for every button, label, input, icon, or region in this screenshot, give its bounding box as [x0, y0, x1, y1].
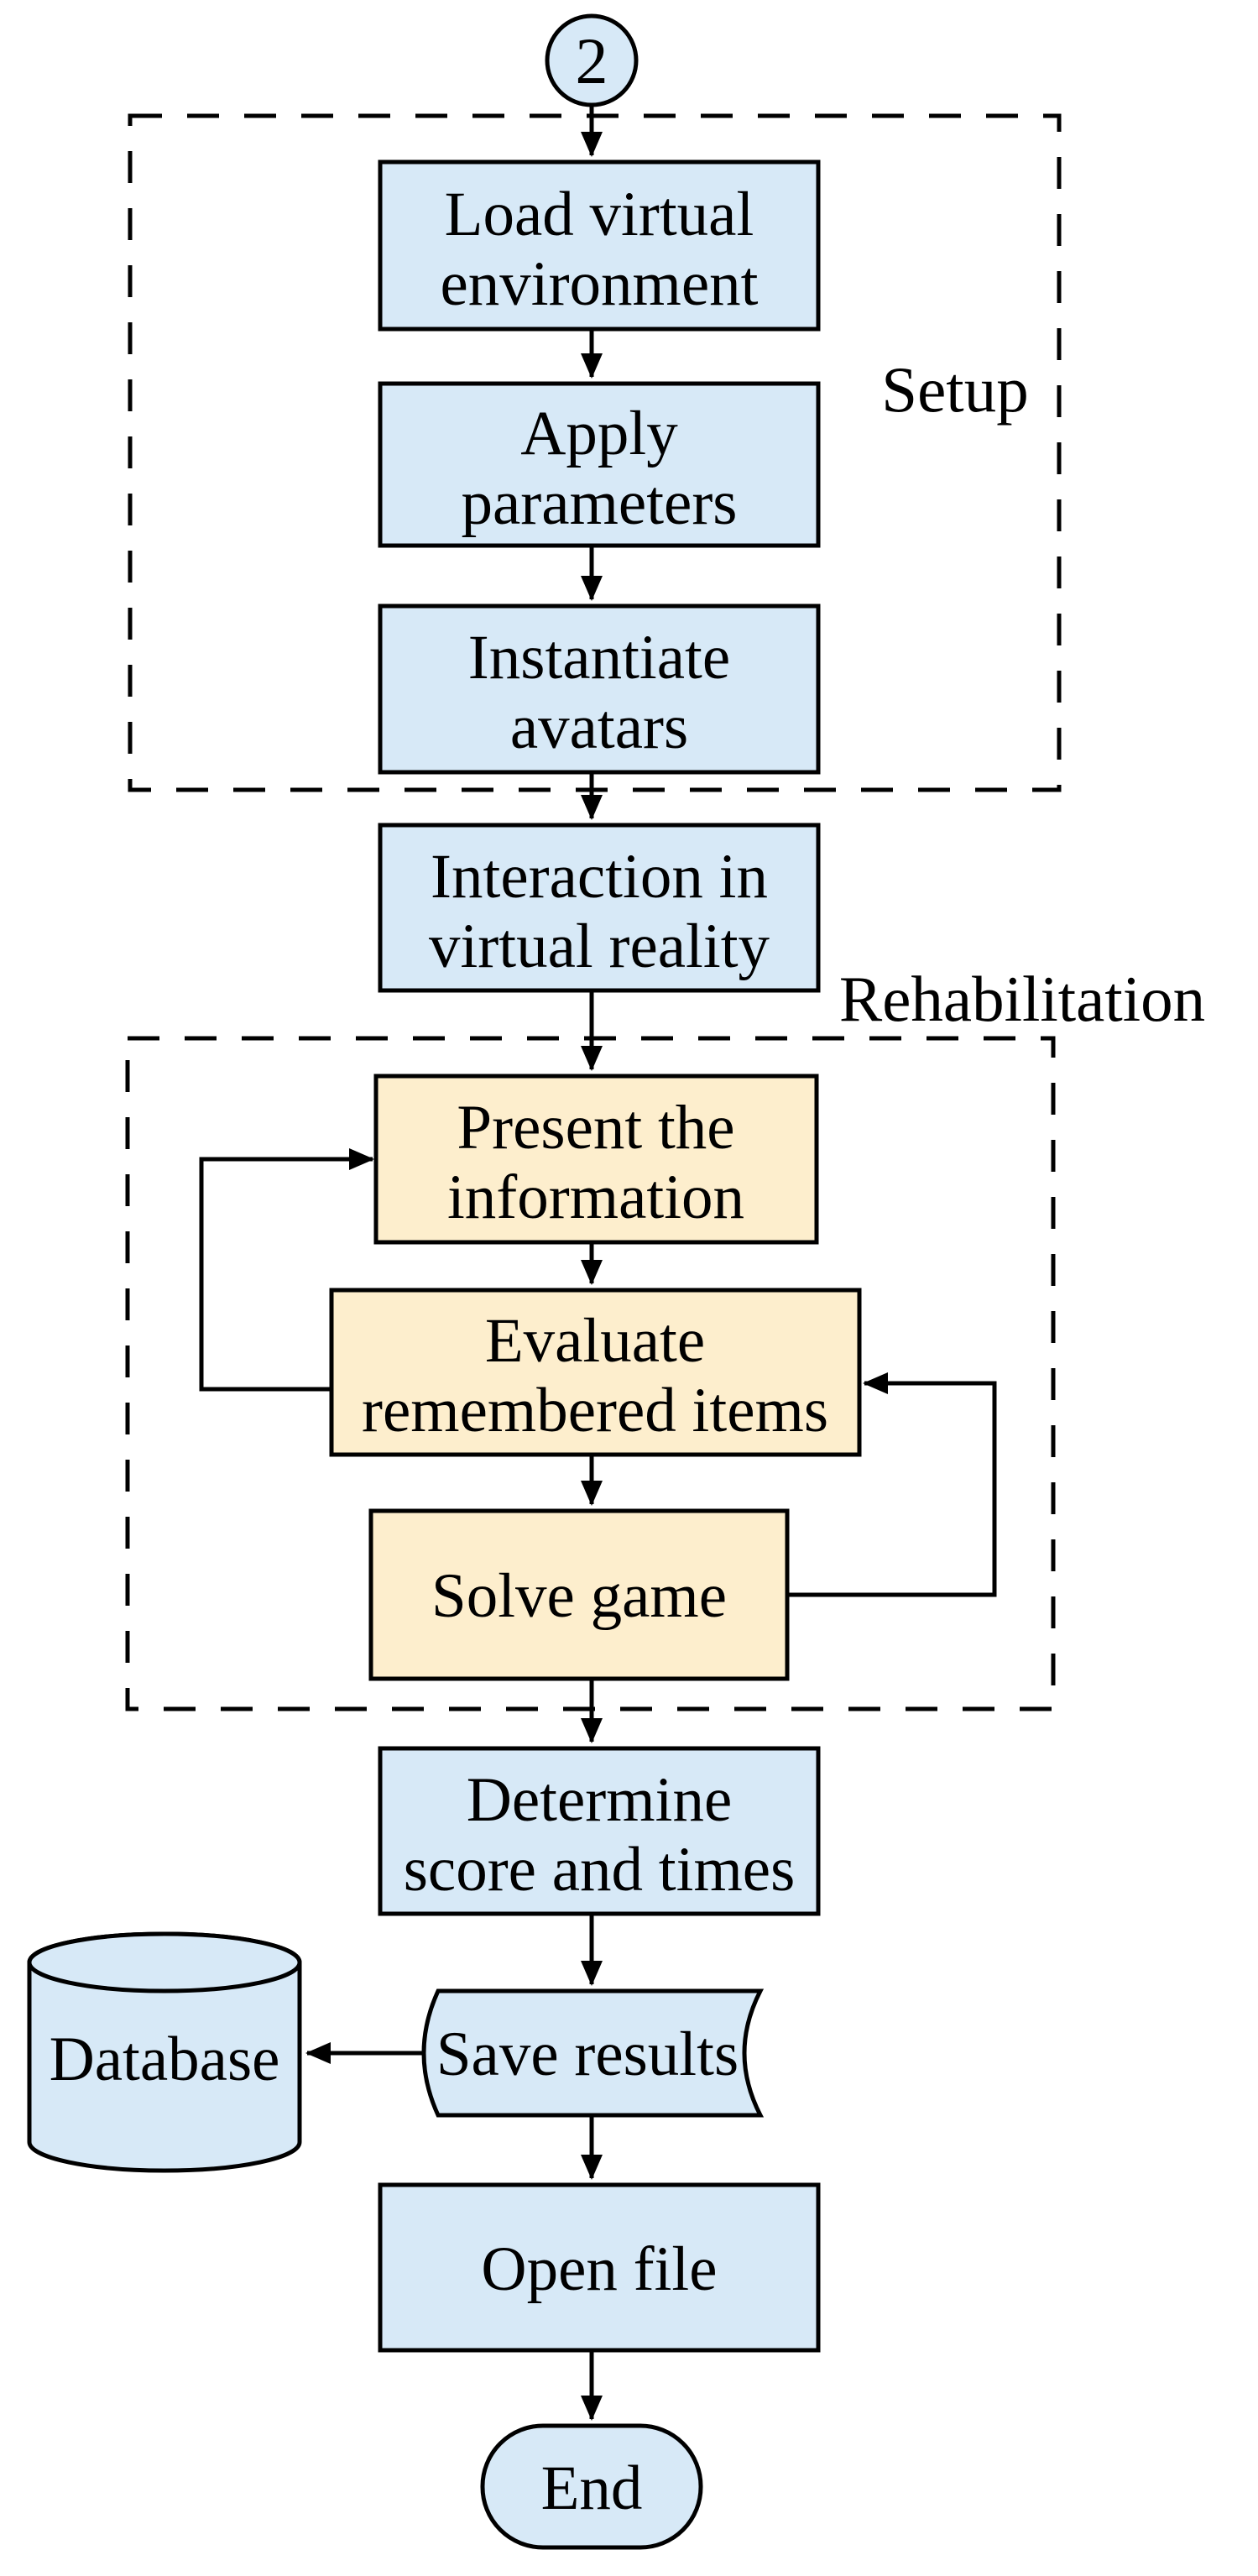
connector-2-circle — [545, 13, 639, 107]
node-interaction-label-line1: Interaction in — [431, 842, 768, 912]
node-present-the-information — [373, 1074, 819, 1245]
node-apply-parameters — [378, 381, 821, 548]
node-present-label-line2: information — [447, 1163, 744, 1232]
node-evaluate-remembered-items — [329, 1288, 862, 1457]
node-instantiate-avatars — [378, 604, 821, 775]
node-instantiate-label-line1: Instantiate — [468, 623, 730, 692]
setup-group-label: Setup — [881, 353, 1028, 426]
node-apply-label-line1: Apply — [520, 399, 678, 468]
node-determine-label-line1: Determine — [467, 1765, 733, 1835]
edge-loop-evaluate-to-present — [199, 1148, 374, 1392]
node-solve-label: Solve game — [431, 1561, 727, 1631]
setup-group-frame — [128, 113, 1062, 792]
node-load-label-line2: environment — [440, 249, 758, 319]
node-load-virtual-environment — [378, 159, 821, 332]
node-evaluate-label-line2: remembered items — [362, 1376, 828, 1445]
node-open-file — [378, 2182, 821, 2353]
node-end-label: End — [541, 2453, 643, 2523]
node-instantiate-label-line2: avatars — [510, 692, 688, 762]
connector-2-label: 2 — [576, 24, 608, 97]
node-load-label-line1: Load virtual — [445, 180, 754, 249]
node-interaction-in-virtual-reality — [378, 823, 821, 993]
node-present-label-line1: Present the — [457, 1093, 734, 1163]
node-end — [480, 2423, 703, 2550]
node-determine-label-line2: score and times — [404, 1835, 796, 1905]
edge-loop-solve-to-evaluate — [787, 1372, 997, 1597]
node-save-label: Save results — [436, 2020, 739, 2089]
node-determine-score-and-times — [378, 1746, 821, 1916]
node-solve-game — [368, 1508, 790, 1681]
node-evaluate-label-line1: Evaluate — [485, 1306, 705, 1376]
database-cylinder-top — [27, 1931, 302, 1993]
node-database-label: Database — [50, 2025, 280, 2094]
node-save-results — [421, 1988, 765, 2118]
node-open-label: Open file — [481, 2234, 717, 2304]
rehabilitation-group-label: Rehabilitation — [839, 963, 1205, 1035]
node-interaction-label-line2: virtual reality — [429, 912, 770, 981]
node-apply-label-line2: parameters — [462, 468, 738, 538]
